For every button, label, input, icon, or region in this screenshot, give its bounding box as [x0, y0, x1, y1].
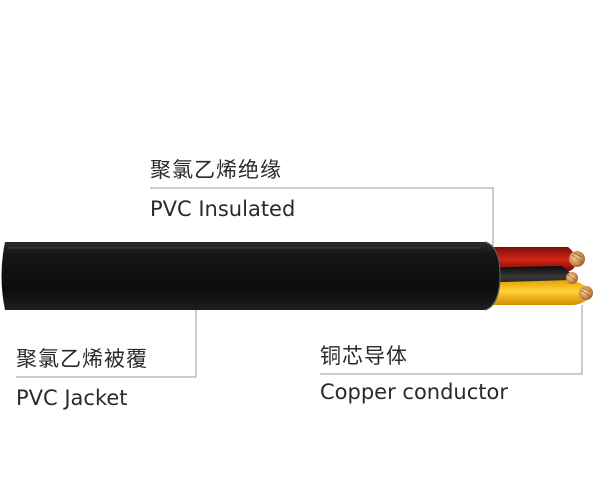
jacket-label-cn: 聚氯乙烯被覆: [16, 347, 148, 371]
insulation-label-cn: 聚氯乙烯绝缘: [150, 158, 282, 182]
yellow-core: [470, 280, 590, 305]
conductor-label-en: Copper conductor: [320, 380, 509, 404]
leader-lines: [16, 187, 583, 378]
leader-line-conductor: [320, 305, 583, 375]
copper-end-yellow: [579, 286, 593, 300]
conductor-label-cn: 铜芯导体: [320, 344, 408, 368]
leader-line-jacket: [16, 310, 197, 378]
leader-line-insulation: [150, 187, 494, 246]
jacket-cut-edge: [484, 241, 501, 311]
jacket-label-en: PVC Jacket: [16, 386, 128, 410]
insulation-label-en: PVC Insulated: [150, 197, 296, 221]
pvc-jacket: [1, 242, 500, 310]
